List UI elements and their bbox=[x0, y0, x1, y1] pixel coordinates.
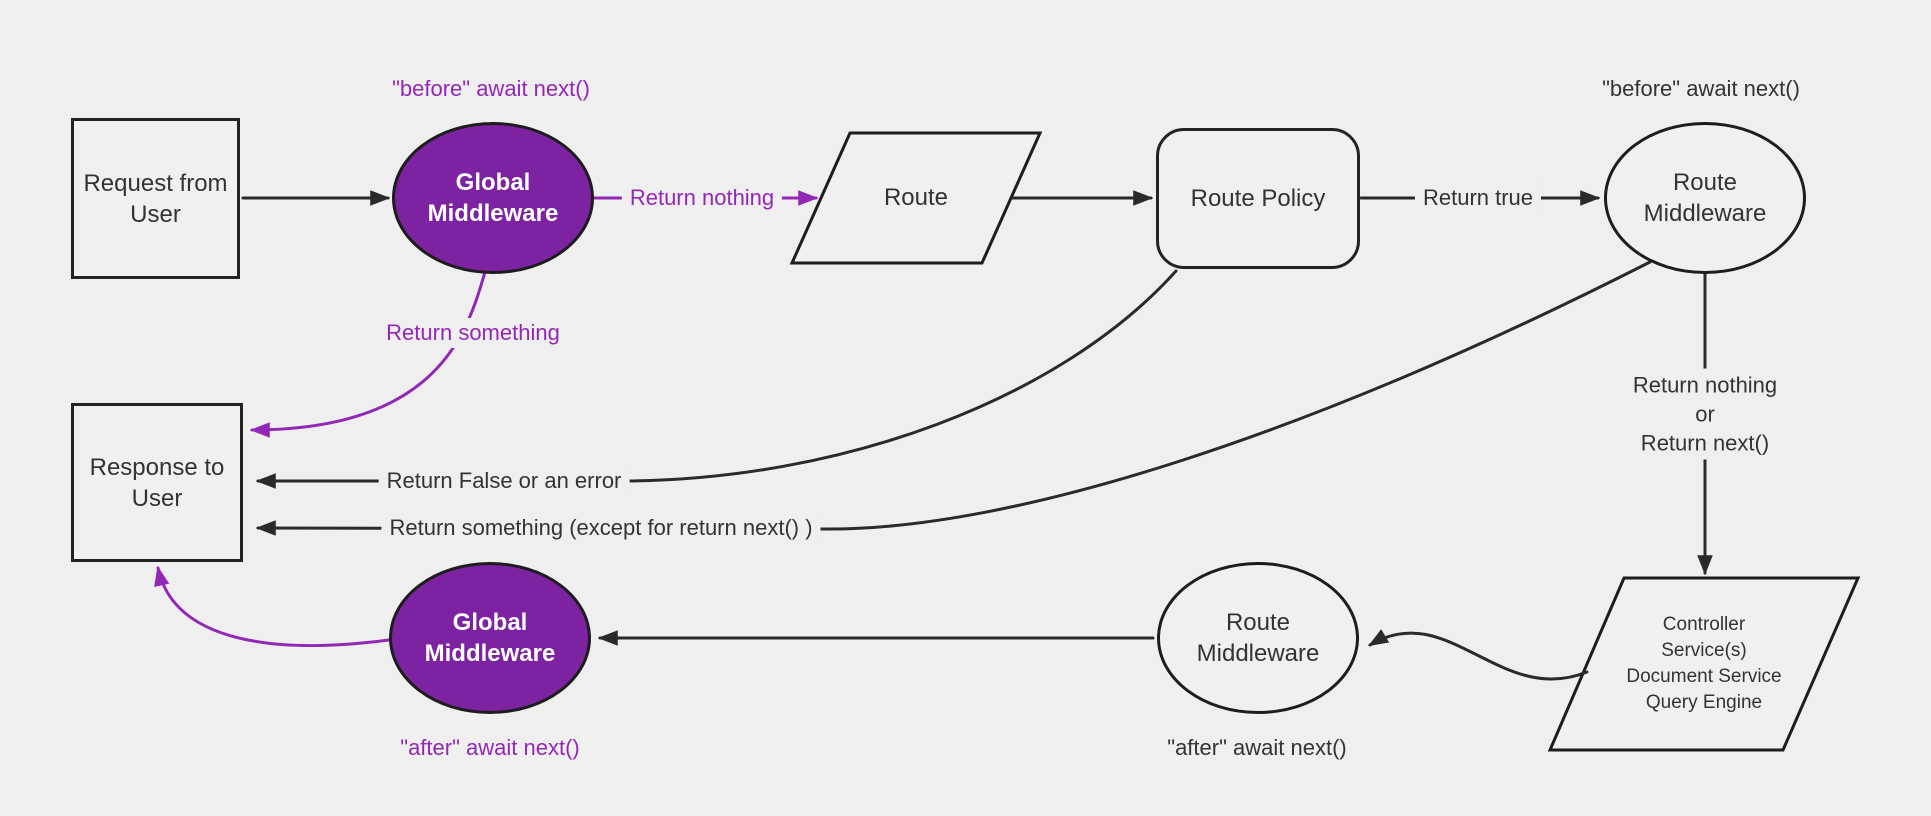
label-return-true: Return true bbox=[1414, 183, 1542, 213]
node-global-middleware-bottom: Global Middleware bbox=[389, 562, 591, 714]
node-label-line: Route bbox=[1672, 169, 1738, 196]
edge-controller-to-route-mw-bottom bbox=[1368, 629, 1589, 681]
edge-policy-return-false bbox=[255, 269, 1178, 489]
label-return-something: Return something bbox=[378, 318, 568, 348]
label-before-await-next-right: "before" await next() bbox=[1602, 76, 1800, 101]
node-route-shape bbox=[789, 131, 1043, 265]
node-route-middleware-top: Route Middleware bbox=[1604, 122, 1806, 274]
node-label-line: Middleware bbox=[427, 200, 559, 227]
node-label-line: Controller bbox=[1662, 614, 1746, 635]
node-global-middleware-top: Global Middleware bbox=[392, 122, 594, 274]
label-after-await-next-left: "after" await next() bbox=[400, 735, 580, 760]
node-label-line: User bbox=[130, 200, 181, 228]
node-route-label: Route bbox=[883, 184, 949, 211]
node-label-line: Route bbox=[1225, 609, 1291, 636]
node-label-line: Request from bbox=[83, 169, 228, 197]
node-label-line: Middleware bbox=[1643, 200, 1767, 227]
node-label-line: Middleware bbox=[424, 640, 556, 667]
node-label-line: Response to bbox=[89, 453, 225, 481]
node-request-from-user: Request from User bbox=[71, 118, 240, 279]
node-label-line: Global bbox=[452, 609, 528, 636]
label-return-false-or-error: Return False or an error bbox=[378, 466, 630, 496]
edge-global-mw-bottom-to-response bbox=[154, 565, 391, 647]
label-return-nothing: Return nothing bbox=[621, 183, 783, 213]
label-return-something-except: Return something (except for return next… bbox=[381, 513, 821, 543]
node-label-line: Route Policy bbox=[1190, 185, 1326, 212]
node-controller-label: Controller Service(s) Document Service Q… bbox=[1626, 612, 1781, 716]
edge-global-mw-return-something bbox=[249, 270, 487, 438]
edge-route-mw-return-something bbox=[255, 260, 1652, 536]
node-controller-shape bbox=[1547, 576, 1861, 752]
node-label-line: Query Engine bbox=[1645, 692, 1763, 713]
node-label-line: Document Service bbox=[1626, 666, 1782, 687]
node-response-to-user: Response to User bbox=[71, 403, 243, 562]
node-route-middleware-bottom: Route Middleware bbox=[1157, 562, 1359, 714]
node-label-line: Service(s) bbox=[1661, 640, 1747, 661]
label-return-nothing-or-next: Return nothing or Return next() bbox=[1624, 368, 1786, 460]
node-label-line: Middleware bbox=[1196, 640, 1320, 667]
label-before-await-next-top: "before" await next() bbox=[392, 76, 590, 101]
node-route-policy: Route Policy bbox=[1156, 128, 1360, 269]
node-label-line: Global bbox=[455, 169, 531, 196]
label-after-await-next-mid: "after" await next() bbox=[1167, 735, 1347, 760]
node-label-line: User bbox=[131, 484, 183, 512]
